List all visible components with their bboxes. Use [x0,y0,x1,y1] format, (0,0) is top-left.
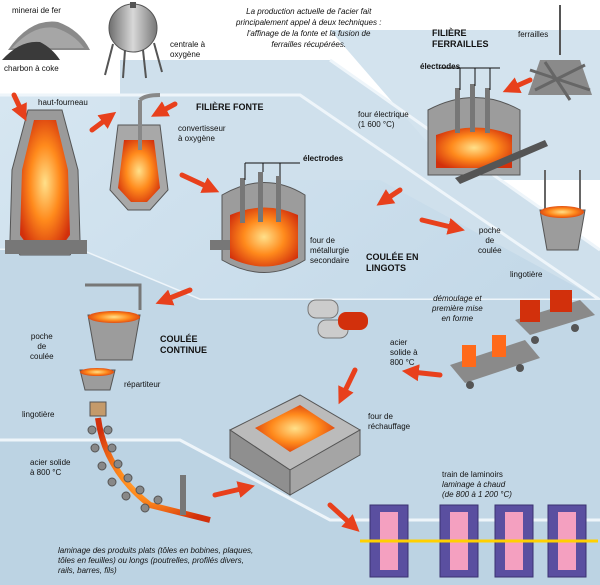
rolled-blooms [307,299,368,339]
label-ladle-ingot: poche de coulée [478,226,502,255]
label-solid-steel-mid: acier solide à 800 °C [390,338,418,367]
intro-text: La production actuelle de l'acier fait p… [236,6,381,50]
casting-strand [87,417,211,523]
continuous-mold [89,401,107,417]
tundish [79,368,116,391]
label-coulee-lingots: COULÉE EN LINGOTS [366,252,419,273]
scrap-bundle [528,5,592,101]
label-filiere-ferrailles: FILIÈRE FERRAILLES [432,28,489,49]
ingot-cart [450,335,540,389]
label-electric-furnace: four électrique (1 600 °C) [358,110,409,129]
oxygen-converter [109,93,169,211]
label-blast-furnace: haut-fourneau [38,98,88,107]
intro-line-4: ferrailles récupérées. [271,40,347,49]
oxygen-plant [104,2,163,79]
label-continuous-mold: lingotière [22,410,55,419]
label-coking-coal: charbon à coke [4,64,59,73]
label-rolling-products: laminage des produits plats (tôles en bo… [58,546,254,575]
label-demolding: démoulage et première mise en forme [432,294,483,323]
label-electrodes-secondary: électrodes [303,154,344,163]
ladle-top-right [539,170,586,251]
ladle-continuous [85,283,142,361]
reheating-furnace [229,394,361,496]
label-filiere-fonte: FILIÈRE FONTE [196,102,264,112]
label-electrodes-eaf: électrodes [420,62,461,71]
blast-furnace [5,109,87,256]
electric-arc-furnace [427,84,548,184]
label-secondary-furnace: four de métallurgie secondaire [310,236,350,265]
label-coulee-continue: COULÉE CONTINUE [160,334,207,355]
label-ingot-mold: lingotière [510,270,543,279]
ingot-mold-cart [515,290,595,344]
label-rolling-train: train de laminoirs laminage à chaud (de … [442,470,512,499]
label-ladle-continuous: poche de coulée [30,332,54,361]
label-scrap: ferrailles [518,30,549,39]
flow-arrows [11,77,533,532]
secondary-metallurgy-furnace [210,172,306,273]
label-oxygen-plant: centrale à oxygène [170,40,206,59]
label-converter: convertisseur à oxygène [178,124,226,143]
label-tundish: répartiteur [124,380,161,389]
label-reheating-furnace: four de réchauffage [368,412,411,431]
rolling-mill [360,504,598,578]
intro-line-1: La production actuelle de l'acier fait [246,7,372,16]
intro-line-2: principalement appel à deux techniques : [236,18,382,27]
coal-pile [2,41,60,60]
label-solid-steel-left: acier solide à 800 °C [30,458,71,477]
intro-line-3: l'affinage de la fonte et la fusion de [247,29,371,38]
label-iron-ore: minerai de fer [12,6,61,15]
leader-lines [244,67,500,180]
